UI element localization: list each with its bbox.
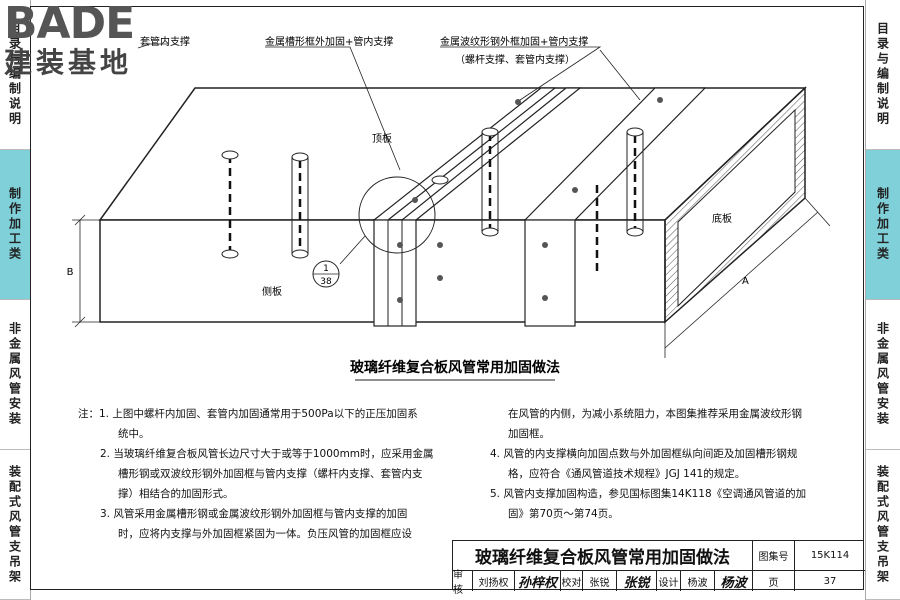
label-bottom-plate: 底板 [712, 212, 732, 225]
note-3-cont: 时，应将内支撑与外加固框紧固为一体。负压风管的加固框应设 [118, 528, 412, 540]
atlas-number: 15K114 [795, 541, 865, 571]
diagram-caption: 玻璃纤维复合板风管常用加固做法 [350, 359, 560, 376]
note-3-cont3: 加固框。 [508, 428, 550, 440]
callout-corrugated-frame: 金属波纹形钢外框加固+管内支撑 [440, 35, 588, 48]
channel-frame-side [373, 219, 417, 327]
note-2: 2. 当玻璃纤维复合板风管长边尺寸大于或等于1000mm时，应采用金属 [100, 448, 434, 460]
inner-support-rods [228, 133, 637, 272]
sleeve-tubes [291, 132, 644, 254]
logo-en: BADE [4, 0, 135, 49]
note-1: 1. 上图中螺杆内加固、套管内加固通常用于500Pa以下的正压加固系 [99, 408, 418, 420]
notes-prefix: 注： [78, 408, 99, 420]
right-tab-intro[interactable]: 目录与编制说明 [866, 0, 900, 150]
logo-cn: 建装基地 [4, 46, 133, 79]
callout-leaders [137, 43, 641, 171]
left-tab-fabrication[interactable]: 制作加工类 [0, 150, 30, 300]
dimension-b-label: B [67, 267, 74, 278]
detail-index-page: 38 [320, 277, 332, 287]
note-4: 4. 风管的内支撑横向加固点数与外加固框纵向间距及加固槽形钢规 [490, 448, 798, 460]
right-tab-nonmetal-duct[interactable]: 非金属风管安装 [866, 300, 900, 450]
atlas-label: 图集号 [753, 541, 795, 571]
rivet-dots [397, 97, 663, 303]
design-label: 设计 [657, 571, 681, 591]
corrugated-frame-side [524, 219, 576, 327]
reviewer-signature: 孙梓权 [515, 571, 561, 591]
drawing-frame [30, 6, 864, 590]
duct-inner-floor-line [677, 191, 796, 307]
designer-name: 杨波 [681, 571, 715, 591]
right-tab-fabrication[interactable]: 制作加工类 [866, 150, 900, 300]
page-label: 页 [753, 571, 795, 591]
rod-end-ellipses [221, 127, 644, 259]
reviewer-name: 刘扬权 [473, 571, 515, 591]
left-tab-assembly-support[interactable]: 装配式风管支吊架 [0, 450, 30, 600]
designer-signature: 杨波 [715, 571, 753, 591]
checker-name: 张锐 [583, 571, 617, 591]
note-4-cont: 格，应符合《通风管道技术规程》JGJ 141的规定。 [508, 468, 746, 480]
notes-right: 在风管的内侧，为减小系统阻力，本图集推荐采用金属波纹形钢 加固框。 4. 风管的… [490, 404, 855, 524]
checker-signature: 张锐 [617, 571, 657, 591]
dimension-a-label: A [742, 276, 749, 287]
left-tab-intro[interactable]: 目录与编制说明 [0, 0, 30, 150]
review-label: 审核 [453, 570, 473, 596]
label-side-plate: 侧板 [262, 285, 282, 298]
left-tab-nonmetal-duct[interactable]: 非金属风管安装 [0, 300, 30, 450]
note-1-cont: 统中。 [118, 428, 150, 440]
title-block: 玻璃纤维复合板风管常用加固做法 图集号 15K114 审核 刘扬权 孙梓权 校对… [452, 540, 865, 596]
callout-channel-frame: 金属槽形框外加固+管内支撑 [265, 35, 393, 48]
note-3-cont2: 在风管的内侧，为减小系统阻力，本图集推荐采用金属波纹形钢 [508, 408, 802, 420]
page-number: 37 [823, 575, 837, 587]
note-3: 3. 风管采用金属槽形钢或金属波纹形钢外加固框与管内支撑的加固 [100, 508, 408, 520]
note-2-cont2: 撑）相结合的加固形式。 [118, 488, 234, 500]
left-sidebar: 目录与编制说明 制作加工类 非金属风管安装 装配式风管支吊架 [0, 0, 31, 600]
title-block-title: 玻璃纤维复合板风管常用加固做法 [453, 541, 753, 571]
callout-inner-support: 套管内支撑 [140, 35, 190, 48]
detail-index-number: 1 [323, 264, 329, 274]
dimension-b [72, 214, 100, 328]
check-label: 校对 [561, 571, 583, 591]
detail-circle [358, 176, 436, 254]
note-5-cont: 固》第70页～第74页。 [508, 508, 619, 520]
watermark-logo: BADE 建装基地 [4, 2, 194, 92]
label-top-plate: 顶板 [372, 132, 392, 145]
note-5: 5. 风管内支撑加固构造，参见国标图集14K118《空调通风管道的加 [490, 488, 807, 500]
dimension-a [664, 197, 831, 358]
notes-left: 注：1. 上图中螺杆内加固、套管内加固通常用于500Pa以下的正压加固系 统中。… [78, 404, 478, 544]
note-2-cont: 槽形钢或双波纹形钢外加固框与管内支撑（螺杆内支撑、套管内支 [118, 468, 423, 480]
callout-corrugated-sub: （螺杆支撑、套管内支撑） [455, 53, 575, 66]
